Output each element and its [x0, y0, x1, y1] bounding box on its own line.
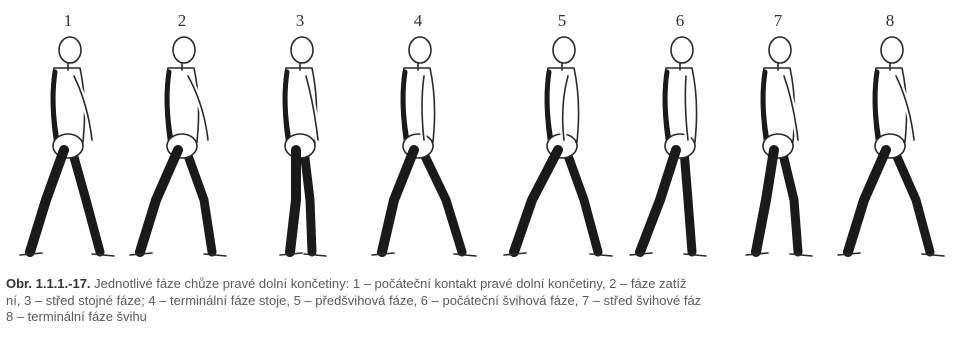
walking-figure-3: 3 — [280, 11, 326, 256]
head — [409, 37, 431, 63]
front-leg — [290, 150, 296, 252]
head — [59, 37, 81, 63]
front-foot — [130, 253, 152, 255]
frame-number: 3 — [296, 11, 305, 30]
head — [173, 37, 195, 63]
back-foot — [590, 254, 612, 256]
back-leg — [782, 150, 798, 252]
walking-figure-8: 8 — [838, 11, 944, 256]
back-foot — [684, 254, 706, 256]
walking-figure-1: 1 — [20, 11, 114, 256]
frame-number: 8 — [886, 11, 895, 30]
front-leg — [30, 150, 64, 252]
head — [769, 37, 791, 63]
back-leg — [72, 150, 100, 252]
caption-line-3: 8 – terminální fáze švihu — [6, 309, 956, 326]
front-foot — [838, 253, 860, 255]
frame-number: 4 — [414, 11, 423, 30]
back-leg — [304, 150, 312, 252]
front-leg — [640, 150, 676, 252]
back-foot — [304, 254, 326, 256]
front-leg — [140, 150, 178, 252]
back-foot — [204, 254, 226, 256]
frame-number: 2 — [178, 11, 187, 30]
back-foot — [922, 254, 944, 256]
front-leg — [382, 150, 414, 252]
walking-figure-4: 4 — [372, 11, 476, 256]
back-leg — [566, 150, 598, 252]
walking-figure-7: 7 — [746, 11, 812, 256]
back-leg — [186, 150, 212, 252]
front-foot — [630, 253, 652, 255]
walking-figure-6: 6 — [630, 11, 706, 256]
caption-line-1: Obr. 1.1.1.-17. Jednotlivé fáze chůze pr… — [6, 276, 956, 293]
frame-number: 5 — [558, 11, 567, 30]
walking-figure-5: 5 — [504, 11, 612, 256]
back-leg — [422, 150, 462, 252]
front-leg — [514, 150, 558, 252]
front-leg — [848, 150, 886, 252]
head — [553, 37, 575, 63]
back-leg — [894, 150, 930, 252]
frame-number: 7 — [774, 11, 783, 30]
walking-figure-2: 2 — [130, 11, 226, 256]
frame-number: 6 — [676, 11, 685, 30]
front-foot — [746, 253, 768, 255]
back-foot — [790, 254, 812, 256]
head — [291, 37, 313, 63]
figure-caption: Obr. 1.1.1.-17. Jednotlivé fáze chůze pr… — [6, 276, 956, 326]
walking-figures-illustration: 1 2 3 4 5 6 7 8 — [0, 0, 958, 275]
head — [881, 37, 903, 63]
front-foot — [372, 253, 394, 255]
front-leg — [756, 150, 774, 252]
frame-number: 1 — [64, 11, 73, 30]
front-foot — [504, 253, 526, 255]
head — [671, 37, 693, 63]
caption-line-2: ní, 3 – střed stojné fáze; 4 – termináln… — [6, 293, 956, 310]
caption-text-1: Jednotlivé fáze chůze pravé dolní končet… — [91, 276, 687, 291]
front-foot — [20, 253, 42, 255]
back-foot — [92, 254, 114, 256]
front-foot — [280, 253, 302, 255]
back-leg — [684, 150, 692, 252]
back-foot — [454, 254, 476, 256]
caption-label: Obr. 1.1.1.-17. — [6, 276, 91, 291]
